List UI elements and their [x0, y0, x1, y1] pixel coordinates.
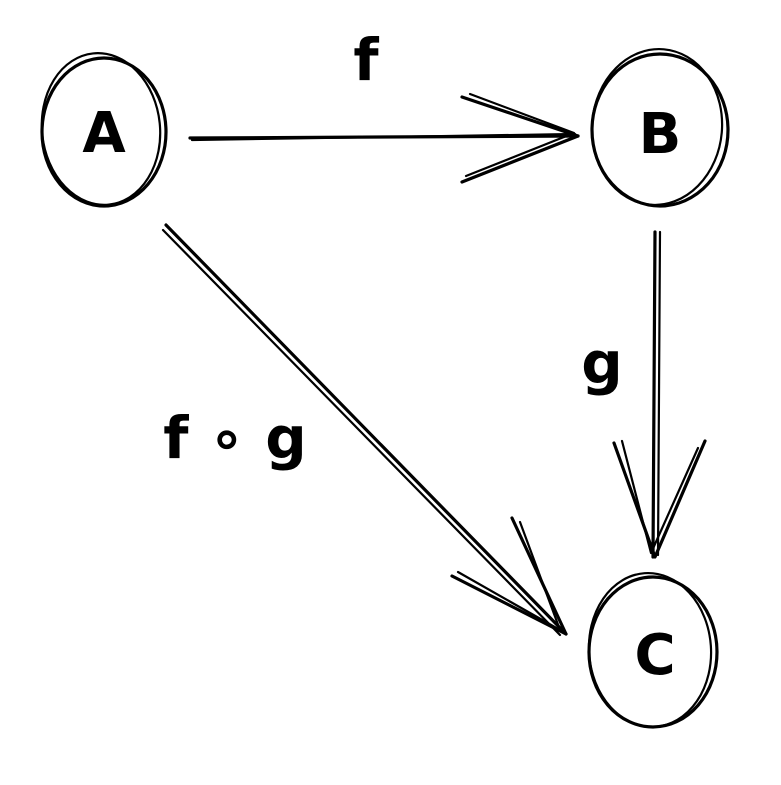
edge-b-to-c-arrowhead — [612, 439, 707, 559]
node-a-circle-sketch — [40, 52, 162, 206]
edge-a-to-b-line-sketch — [190, 132, 577, 142]
edge-a-to-c-line-sketch — [161, 228, 562, 637]
node-a-label: A — [82, 101, 126, 166]
edge-a-to-b-label: f — [353, 26, 379, 94]
edge-b-to-c-label: g — [581, 329, 623, 397]
edge-a-to-c-label: f ∘ g — [163, 404, 306, 472]
edge-a-to-b-arrowhead — [460, 95, 580, 184]
edge-b-to-c: g — [581, 230, 707, 559]
node-b-label: B — [639, 102, 682, 167]
edge-a-to-c: f ∘ g — [161, 223, 568, 637]
edge-a-to-b-arrowhead-sketch — [464, 92, 576, 178]
node-b: B — [590, 47, 730, 208]
edge-a-to-c-arrowhead — [450, 516, 568, 636]
node-c-label: C — [634, 623, 675, 688]
edge-a-to-c-arrowhead-sketch — [456, 520, 562, 632]
node-a: A — [40, 52, 168, 208]
edge-b-to-c-line-sketch — [656, 230, 662, 557]
edge-b-to-c-arrowhead-sketch — [620, 439, 700, 555]
edge-a-to-b: f — [188, 26, 580, 184]
node-c-circle-sketch — [587, 571, 713, 729]
node-c: C — [587, 571, 719, 729]
edge-a-to-c-line — [164, 223, 568, 636]
edge-b-to-c-line — [651, 230, 657, 559]
node-b-circle-sketch — [590, 47, 724, 207]
